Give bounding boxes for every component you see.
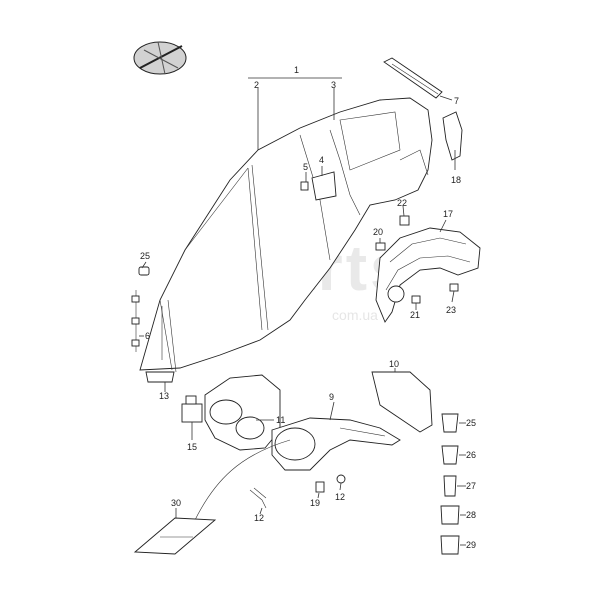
clip-part-21 [411,295,421,304]
watermark-sub: com.ua [332,307,378,323]
callout-27: 27 [466,481,476,491]
cover-part-10 [371,371,433,433]
wheelhouse-liner-part-17 [375,227,481,323]
callout-22: 22 [397,198,407,208]
plug-part-29 [440,535,460,555]
callout-17: 17 [443,209,453,219]
strip-part-7 [383,57,443,99]
callout-12-left: 12 [254,513,264,523]
callout-21: 21 [410,310,420,320]
callout-11: 11 [276,415,285,425]
seal-film-part-30 [133,517,217,555]
callout-23: 23 [446,305,456,315]
callout-12-right: 12 [335,492,345,502]
callout-3: 3 [331,80,336,90]
callout-9: 9 [329,392,334,402]
bracket-part-4 [311,171,337,201]
callout-6: 6 [145,331,150,341]
body-contour-line [194,439,291,521]
clip-part-23 [449,283,459,292]
plug-part-25 [441,413,459,433]
leader-lines [139,77,466,546]
callout-20: 20 [373,227,383,237]
callout-4: 4 [319,155,324,165]
callout-10: 10 [389,359,399,369]
callout-2: 2 [254,80,259,90]
callout-25-left: 25 [140,251,150,261]
callout-15: 15 [187,442,197,452]
callout-labels: 1 2 3 4 5 6 7 9 10 11 12 12 13 15 17 18 … [140,65,476,550]
plug-part-25-left [138,266,150,276]
callout-7: 7 [454,96,459,106]
orientation-badge-icon [133,41,187,75]
callout-26: 26 [466,450,476,460]
side-panel-frame [139,97,433,373]
plug-part-26 [441,445,459,465]
bracket-part-18 [442,111,463,161]
clip-part-20 [375,242,386,251]
plug-part-27 [443,475,457,497]
bracket-part-13 [145,371,175,383]
callout-19: 19 [310,498,320,508]
fuel-filler-housing [204,374,281,451]
pin-part-6 [131,290,140,352]
fuel-door-part-9 [271,417,401,471]
callout-28: 28 [466,510,476,520]
screw-part-19 [315,481,325,493]
callout-25-right: 25 [466,418,476,428]
callout-13: 13 [159,391,169,401]
callout-30: 30 [171,498,181,508]
plug-part-28 [440,505,460,525]
clip-part-5 [300,181,309,191]
callout-29: 29 [466,540,476,550]
grommet-part-12 [336,474,346,484]
hose-part-12 [249,487,267,509]
callout-1: 1 [294,65,299,75]
callout-18: 18 [451,175,461,185]
actuator-part-15 [181,395,203,423]
callout-5: 5 [303,162,308,172]
clip-part-22 [399,215,410,226]
